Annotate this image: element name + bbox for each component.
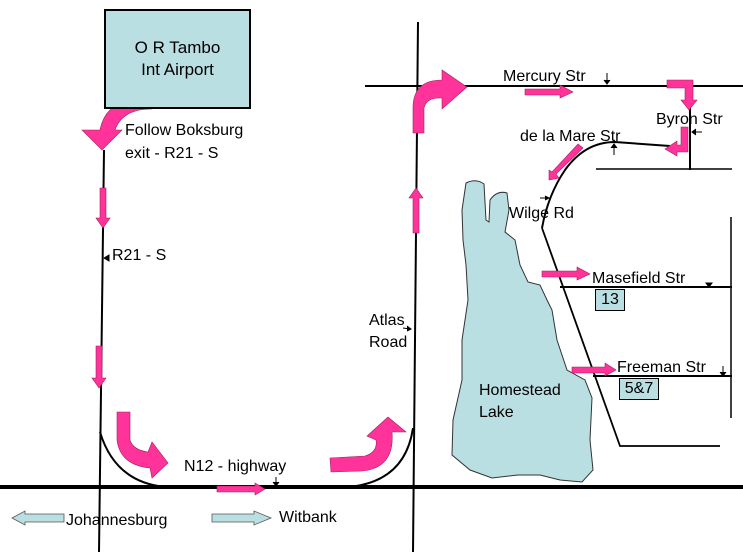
masefield-east-arrow: [541, 266, 591, 281]
wilge-road: [541, 227, 720, 447]
n12-label: N12 - highway: [184, 458, 287, 475]
freeman-label: Freeman Str: [617, 359, 706, 376]
witbank-label: Witbank: [279, 509, 337, 526]
n12-east-arrow: [216, 482, 266, 496]
r21-down-arrow-1: [95, 187, 111, 229]
witbank-arrow: [211, 510, 273, 526]
airport-label-line1: O R Tambo: [134, 38, 221, 57]
byron-pointer-icon: [691, 128, 702, 136]
mercury-east-arrow: [524, 84, 574, 99]
airport-box: O R Tambo Int Airport: [104, 9, 251, 109]
johannesburg-arrow: [11, 510, 65, 526]
mercury-pointer-icon: [603, 73, 611, 85]
freeman-east-arrow: [571, 362, 617, 377]
byron-label: Byron Str: [656, 111, 723, 128]
n12-pointer-icon: [272, 477, 280, 487]
johannesburg-label: Johannesburg: [66, 512, 168, 529]
lake-label-line2: Lake: [479, 404, 514, 421]
atlas-label-line1: Atlas: [369, 312, 405, 329]
r21-label: R21 - S: [112, 247, 167, 264]
de-la-mare-label: de la Mare Str: [520, 128, 621, 145]
atlas-label-line2: Road: [369, 334, 408, 351]
byron-turn-arrow: [666, 79, 698, 111]
freeman-pointer-icon: [719, 366, 727, 377]
airport-label-line2: Int Airport: [141, 60, 214, 79]
mercury-turn-arrow: [412, 69, 468, 134]
de-la-mare-turn-arrow: [664, 126, 689, 157]
house-number-5-7: 5&7: [619, 378, 659, 400]
wilge-pointer-icon: [540, 195, 551, 201]
follow-instruction-line1: Follow Boksburg: [125, 122, 244, 139]
de-la-mare-pointer-icon: [610, 143, 618, 155]
masefield-pointer-icon: [705, 282, 713, 288]
mercury-label: Mercury Str: [503, 68, 586, 85]
follow-instruction-line2: exit - R21 - S: [125, 145, 219, 162]
house-number-13: 13: [595, 289, 625, 311]
left-ramp: [99, 431, 166, 488]
r21-down-arrow-2: [91, 345, 107, 389]
de-la-mare-road: [541, 140, 671, 229]
atlas-onramp-arrow: [329, 416, 407, 473]
r21-pointer-icon: [103, 254, 110, 262]
right-ramp: [347, 427, 414, 488]
masefield-label: Masefield Str: [592, 270, 686, 287]
n12-onramp-arrow: [116, 411, 169, 479]
wilge-label: Wilge Rd: [509, 205, 574, 222]
atlas-up-arrow: [408, 187, 424, 234]
homestead-lake: [451, 180, 594, 483]
atlas-pointer-icon: [402, 325, 412, 332]
lake-label-line1: Homestead: [479, 382, 561, 399]
wilge-diagonal-arrow: [548, 143, 584, 181]
